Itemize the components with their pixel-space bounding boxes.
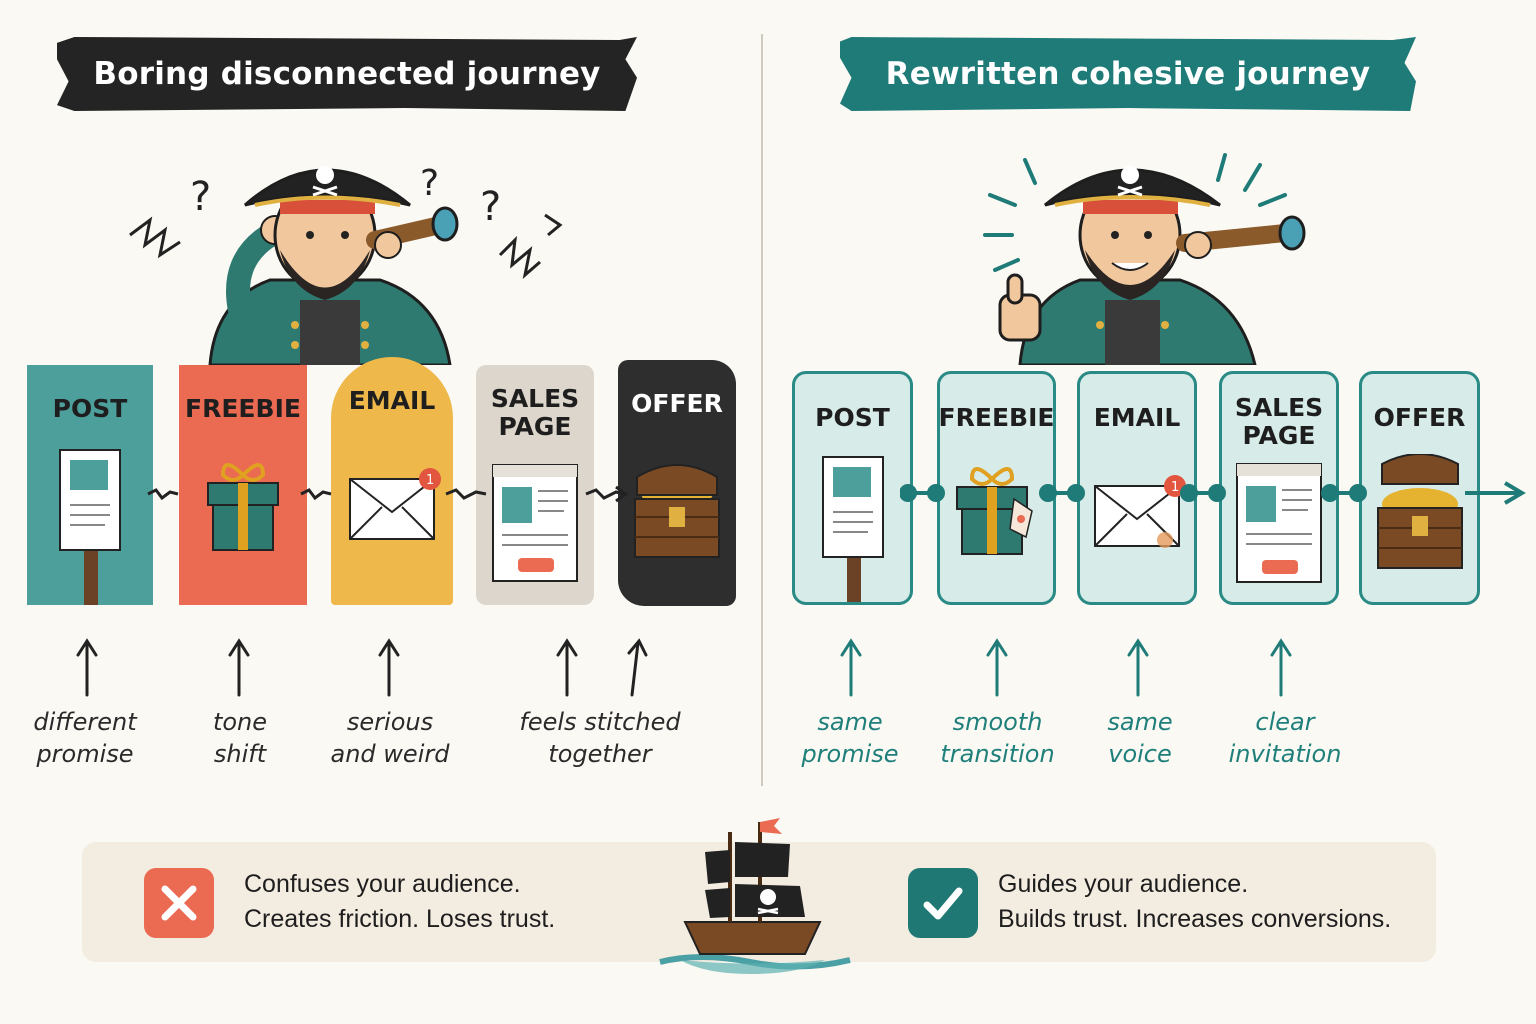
treasure-chest-icon <box>634 464 720 558</box>
left-step-label: EMAIL <box>348 386 436 415</box>
webpage-icon <box>492 464 578 582</box>
signpost-icon <box>821 456 884 602</box>
left-note: different promise <box>33 708 137 768</box>
right-step-post: POST <box>792 371 913 605</box>
left-step-freebie: FREEBIE <box>179 365 307 605</box>
envelope-icon: 1 <box>1094 475 1186 548</box>
center-divider <box>761 34 763 786</box>
envelope-icon: 1 <box>349 468 441 540</box>
right-note: smooth transition <box>940 708 1055 768</box>
left-step-label: FREEBIE <box>185 394 301 423</box>
right-step-label: EMAIL <box>1093 403 1181 432</box>
right-step-label: POST <box>815 403 890 432</box>
checkmark-icon <box>908 868 978 938</box>
svg-text:1: 1 <box>426 473 434 488</box>
left-outcome-line2: Creates friction. Loses trust. <box>244 905 556 933</box>
right-step-label: SALES PAGE <box>1234 393 1324 450</box>
left-note: tone shift <box>212 708 268 768</box>
right-step-label: OFFER <box>1373 403 1466 432</box>
left-step-offer: OFFER <box>618 360 736 606</box>
webpage-icon <box>1236 463 1322 583</box>
right-note: same promise <box>801 708 899 768</box>
left-step-label: POST <box>52 394 128 423</box>
happy-pirate-illustration <box>983 153 1306 365</box>
left-step-label: SALES PAGE <box>490 384 580 441</box>
right-step-email: EMAIL 1 <box>1077 371 1197 605</box>
svg-text:?: ? <box>480 184 501 230</box>
right-outcome-line1: Guides your audience. <box>998 870 1249 898</box>
x-icon <box>144 868 214 938</box>
right-title: Rewritten cohesive journey <box>885 56 1371 92</box>
annotation-arrows <box>76 638 1292 697</box>
right-step-offer: OFFER <box>1359 371 1480 605</box>
signpost-icon <box>59 449 121 605</box>
left-note: serious and weird <box>330 708 450 768</box>
right-smooth-connectors <box>900 481 1526 505</box>
right-title-banner: Rewritten cohesive journey <box>840 37 1416 111</box>
gift-with-tag-icon <box>955 467 1033 555</box>
left-broken-connectors <box>147 485 629 503</box>
svg-text:1: 1 <box>1171 480 1179 495</box>
right-step-sales-page: SALES PAGE <box>1219 371 1339 605</box>
pirate-ship-illustration <box>659 818 851 974</box>
left-step-post: POST <box>27 365 153 605</box>
left-outcome-line1: Confuses your audience. <box>244 870 521 898</box>
left-step-label: OFFER <box>631 389 723 418</box>
svg-text:?: ? <box>190 174 211 220</box>
right-note: clear invitation <box>1228 708 1342 768</box>
svg-text:?: ? <box>420 163 439 204</box>
left-step-email: EMAIL 1 <box>331 357 453 605</box>
left-title: Boring disconnected journey <box>93 56 601 92</box>
right-note: same voice <box>1107 708 1173 768</box>
gift-icon <box>207 463 279 551</box>
left-step-sales-page: SALES PAGE <box>476 365 594 605</box>
left-outcome-text: Confuses your audience. Creates friction… <box>244 867 555 937</box>
left-title-banner: Boring disconnected journey <box>57 37 637 111</box>
right-outcome-line2: Builds trust. Increases conversions. <box>998 905 1392 933</box>
left-note: feels stitched together <box>519 708 681 768</box>
open-treasure-chest-icon <box>1376 454 1463 569</box>
right-outcome-text: Guides your audience. Builds trust. Incr… <box>998 867 1391 937</box>
confused-pirate-illustration: ? ? ? <box>129 163 563 365</box>
right-step-label: FREEBIE <box>938 403 1055 432</box>
